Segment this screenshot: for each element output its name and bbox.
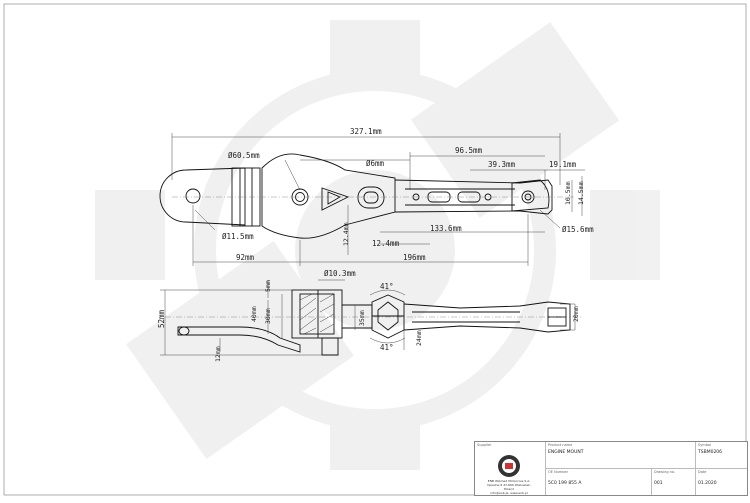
oe-number-cell: OE Number 5C0 199 855 A xyxy=(545,468,651,495)
side-view-dimensions xyxy=(160,279,576,356)
dim-14-5: 14.5mm xyxy=(577,181,585,205)
dim-35: 35mm xyxy=(358,310,366,326)
symbol-value: TSBM0206 xyxy=(698,450,723,455)
dim-133-6: 133.6mm xyxy=(430,224,462,233)
top-view xyxy=(159,153,575,239)
top-view-dimensions xyxy=(171,133,585,266)
sheet-border xyxy=(3,3,747,496)
supplier-line-3: info@enb.pl, www.enb.pl xyxy=(490,491,528,495)
symbol-caption: Symbol xyxy=(698,443,712,447)
top-view-dim-labels: 327.1mm Ø60.5mm Ø6mm 96.5mm 39.3mm 19.1m… xyxy=(222,127,594,262)
company-logo-icon xyxy=(498,455,520,477)
watermark-logo xyxy=(95,20,660,470)
drawing-no: 001 xyxy=(654,481,663,486)
dim-19-1: 19.1mm xyxy=(549,160,577,169)
dim-height-12-4: 12.4mm xyxy=(342,222,350,246)
oe-number-caption: OE Number xyxy=(548,470,569,474)
angle-bottom: 41° xyxy=(380,343,394,352)
product-name-cell: Product name ENGINE MOUNT xyxy=(545,442,695,468)
side-view xyxy=(165,289,582,356)
dim-10-5: 10.5mm xyxy=(564,181,572,205)
supplier-caption: Supplier xyxy=(477,443,492,447)
supplier-cell: Supplier ENB Wipmed Motocross S.A. Opsal… xyxy=(475,442,545,495)
dim-39-3: 39.3mm xyxy=(488,160,516,169)
date-value: 01.2020 xyxy=(698,481,717,486)
dim-bore-10-3: Ø10.3mm xyxy=(324,269,356,278)
title-block: Supplier ENB Wipmed Motocross S.A. Opsal… xyxy=(474,441,748,496)
product-name: ENGINE MOUNT xyxy=(548,450,584,455)
dim-40: 40mm xyxy=(250,306,258,322)
dim-12: 12mm xyxy=(214,346,222,362)
dim-len-12-4: 12.4mm xyxy=(372,239,400,248)
dim-20: 20mm xyxy=(572,306,580,322)
date-cell: Date 01.2020 xyxy=(695,468,747,495)
supplier-line-2: Opsalne 8 47-660 Wielowiek, Poland xyxy=(487,483,531,491)
drawing-no-cell: Drawing no. 001 xyxy=(651,468,695,495)
date-caption: Date xyxy=(698,470,707,474)
oe-number: 5C0 199 855 A xyxy=(548,481,582,486)
dim-hole-11-5: Ø11.5mm xyxy=(222,232,254,241)
symbol-cell: Symbol TSBM0206 xyxy=(695,442,747,468)
supplier-address: ENB Wipmed Motocross S.A. Opsalne 8 47-6… xyxy=(483,479,535,495)
dim-bore-small: Ø6mm xyxy=(366,159,385,168)
dim-92: 92mm xyxy=(236,253,255,262)
dim-5: 5mm xyxy=(264,280,272,292)
dim-overall-length: 327.1mm xyxy=(350,127,382,136)
dim-bore-large: Ø60.5mm xyxy=(228,151,260,160)
drawing-no-caption: Drawing no. xyxy=(654,470,676,474)
side-view-dim-labels: Ø10.3mm 52mm 5mm 40mm 30mm 12mm 35mm 24m… xyxy=(157,269,580,362)
product-name-caption: Product name xyxy=(548,443,573,447)
angle-top: 41° xyxy=(380,282,394,291)
dim-hole-15-6: Ø15.6mm xyxy=(562,225,594,234)
dim-30: 30mm xyxy=(264,308,272,324)
dim-196: 196mm xyxy=(403,253,426,262)
dim-96-5: 96.5mm xyxy=(455,146,483,155)
dim-24: 24mm xyxy=(415,330,423,346)
dim-52: 52mm xyxy=(157,309,166,328)
supplier-line-1: ENB Wipmed Motocross S.A. xyxy=(487,479,531,483)
